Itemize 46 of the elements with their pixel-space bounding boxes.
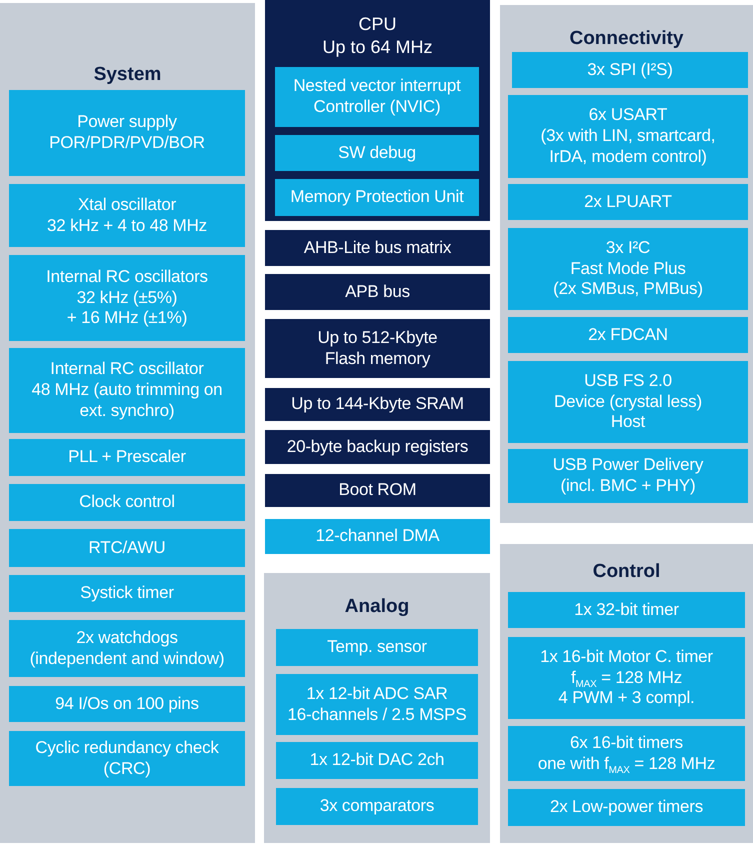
- function-block: Up to 144-Kbyte SRAM: [265, 388, 490, 421]
- function-block: Clock control: [9, 484, 245, 521]
- function-block: PLL + Prescaler: [9, 439, 245, 476]
- function-block: 3x comparators: [276, 788, 478, 825]
- function-block: Boot ROM: [265, 474, 490, 507]
- function-block: Up to 512-Kbyte Flash memory: [265, 319, 490, 378]
- function-block: APB bus: [265, 274, 490, 310]
- function-block: Internal RC oscillators 32 kHz (±5%) + 16 MHz (±1%): [9, 255, 245, 341]
- group-panel: [500, 5, 753, 523]
- function-block: 20-byte backup registers: [265, 430, 490, 464]
- function-block: 1x 32-bit timer: [508, 592, 745, 628]
- group-panel: [0, 3, 255, 843]
- function-block: USB Power Delivery (incl. BMC + PHY): [508, 449, 748, 503]
- function-block: 3x SPI (I²S): [512, 52, 748, 88]
- panel-title: Analog: [344, 595, 410, 619]
- function-block: 2x FDCAN: [508, 317, 748, 353]
- function-block: 2x watchdogs (independent and window): [9, 620, 245, 677]
- function-block: AHB-Lite bus matrix: [265, 230, 490, 266]
- function-block: 6x USART (3x with LIN, smartcard, IrDA, modem control): [508, 95, 748, 178]
- function-block: Power supply POR/PDR/PVD/BOR: [9, 90, 245, 176]
- function-block: 1x 16-bit Motor C. timer f$_{MAX}$ = 128 MHz 4 PWM + 3 compl.: [508, 637, 745, 719]
- panel-title: System: [94, 63, 162, 87]
- function-block: 1x 12-bit DAC 2ch: [276, 742, 478, 779]
- function-block: 12-channel DMA: [265, 519, 490, 554]
- block-title: CPU Up to 64 MHz: [322, 13, 433, 59]
- function-block: RTC/AWU: [9, 529, 245, 567]
- function-block: 2x LPUART: [508, 184, 748, 220]
- panel-title: Control: [592, 560, 660, 584]
- function-block: 3x I²C Fast Mode Plus (2x SMBus, PMBus): [508, 228, 748, 310]
- function-block: Systick timer: [9, 575, 245, 612]
- function-block: USB FS 2.0 Device (crystal less) Host: [508, 361, 748, 443]
- core-panel: [265, 0, 490, 221]
- function-block: Cyclic redundancy check (CRC): [9, 731, 245, 786]
- function-block: Nested vector interrupt Controller (NVIC): [275, 67, 479, 127]
- panel-title: Connectivity: [569, 27, 684, 51]
- group-panel: [500, 544, 753, 843]
- group-panel: [264, 573, 490, 843]
- function-block: Temp. sensor: [276, 629, 478, 666]
- function-block: 6x 16-bit timers one with f$_{MAX}$ = 128 MHz: [508, 726, 745, 781]
- function-block: Xtal oscillator 32 kHz + 4 to 48 MHz: [9, 184, 245, 247]
- function-block: 2x Low-power timers: [508, 789, 745, 826]
- function-block: Memory Protection Unit: [275, 179, 479, 216]
- function-block: SW debug: [275, 135, 479, 171]
- function-block: Internal RC oscillator 48 MHz (auto trimming on ext. synchro): [9, 348, 245, 433]
- function-block: 94 I/Os on 100 pins: [9, 686, 245, 722]
- function-block: 1x 12-bit ADC SAR 16-channels / 2.5 MSPS: [276, 674, 478, 735]
